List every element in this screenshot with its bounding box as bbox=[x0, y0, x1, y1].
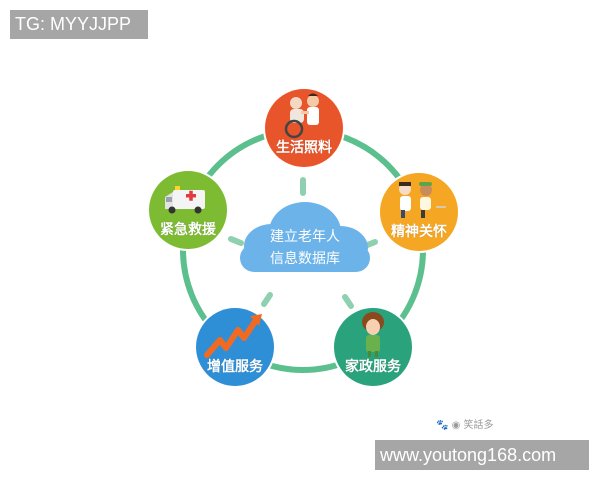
center-line-2: 信息数据库 bbox=[270, 251, 340, 267]
center-cloud-text: 建立老年人 信息数据库 bbox=[245, 226, 365, 270]
caregiver-wheelchair-icon bbox=[284, 93, 319, 139]
label-spiritual-care: 精神关怀 bbox=[391, 224, 447, 240]
rising-arrow-icon bbox=[204, 314, 262, 358]
node-emergency bbox=[147, 169, 229, 251]
doctor-patient-icon bbox=[399, 182, 446, 218]
label-emergency: 紧急救援 bbox=[160, 222, 216, 238]
node-spiritual-care bbox=[378, 171, 460, 253]
housekeeper-icon bbox=[362, 312, 384, 357]
source-watermark: 🐾 ◉ 笑話多 bbox=[436, 420, 494, 431]
ambulance-icon bbox=[165, 186, 205, 214]
node-housekeeping bbox=[332, 306, 414, 388]
watermark-top-left: TG: MYYJJPP bbox=[10, 10, 148, 39]
label-housekeeping: 家政服务 bbox=[345, 359, 401, 375]
node-life-care bbox=[263, 87, 345, 169]
center-line-1: 建立老年人 bbox=[270, 229, 340, 245]
label-life-care: 生活照料 bbox=[276, 140, 332, 156]
label-value-added: 增值服务 bbox=[207, 359, 263, 375]
watermark-bottom-right: www.youtong168.com bbox=[375, 440, 589, 470]
cloud-icon bbox=[240, 202, 370, 272]
node-value-added bbox=[194, 306, 276, 388]
